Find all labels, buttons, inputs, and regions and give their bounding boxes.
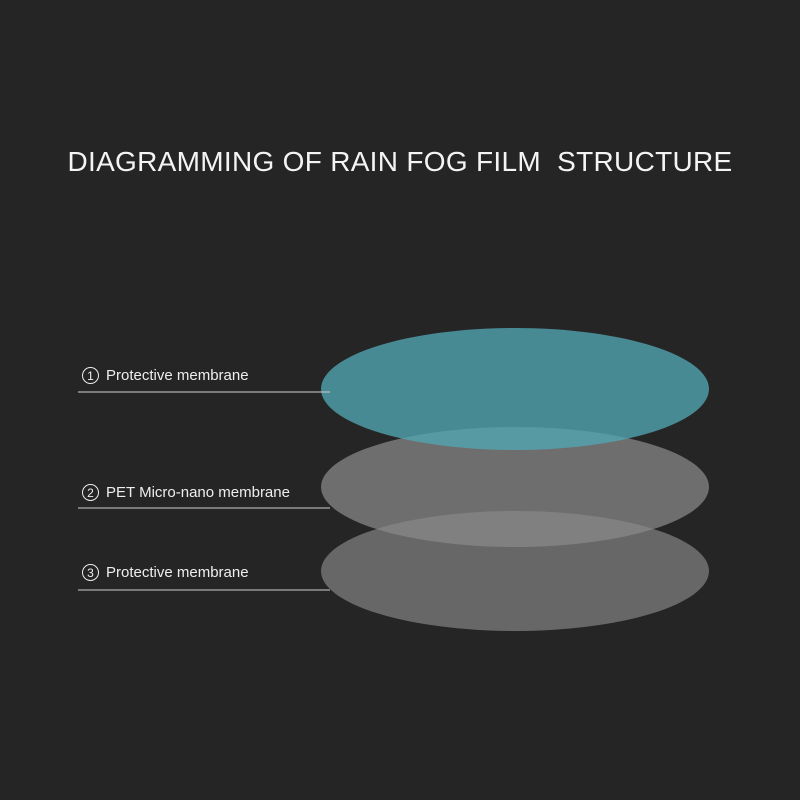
layer-3-label: 3 Protective membrane [82, 564, 249, 581]
layer-1-ellipse [321, 328, 709, 450]
layer-1-text: Protective membrane [106, 367, 249, 384]
layer-1-label: 1 Protective membrane [82, 367, 249, 384]
layer-2-ellipse [321, 427, 709, 547]
number-circle-3: 3 [82, 564, 99, 581]
number-circle-2: 2 [82, 484, 99, 501]
layer-2-label: 2 PET Micro-nano membrane [82, 484, 290, 501]
layer-3-ellipse [321, 511, 709, 631]
layer-2-text: PET Micro-nano membrane [106, 484, 290, 501]
layer-3-text: Protective membrane [106, 564, 249, 581]
diagram-title: DIAGRAMMING OF RAIN FOG FILM STRUCTURE [67, 146, 733, 177]
number-circle-1: 1 [82, 367, 99, 384]
